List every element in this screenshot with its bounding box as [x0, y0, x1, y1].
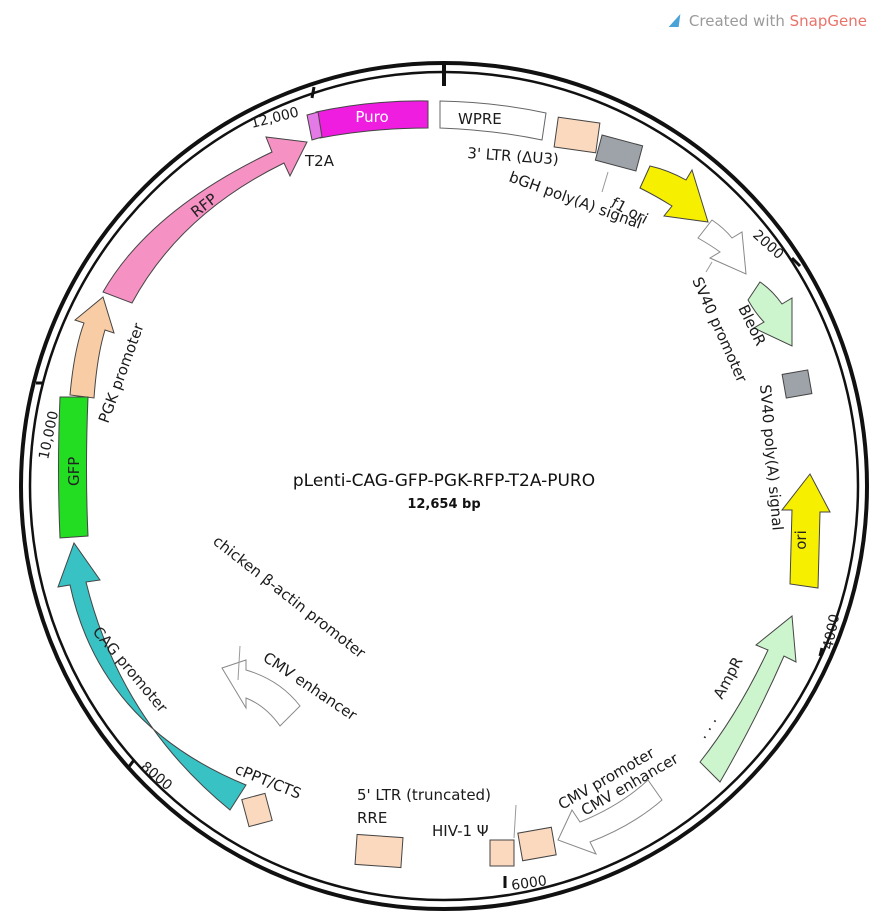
- sv40-promoter-label: SV40 promoter: [688, 274, 751, 386]
- chicken-actin-promoter-label: chicken β-actin promoter: [210, 532, 370, 663]
- cmv-promoter-feature[interactable]: [557, 779, 663, 855]
- sv40-polya-label: SV40 poly(A) signal: [756, 384, 787, 531]
- f1-ori-feature[interactable]: [639, 165, 709, 223]
- hiv-psi-feature[interactable]: [517, 826, 557, 862]
- wpre-label: WPRE: [458, 110, 502, 128]
- sv40-polya-feature[interactable]: [781, 369, 813, 399]
- rfp-feature[interactable]: [102, 136, 308, 304]
- tick-label-8000: 8000: [137, 759, 175, 794]
- puro-feature[interactable]: [315, 100, 429, 139]
- sv40-promoter-feature[interactable]: [697, 219, 747, 275]
- tick-mark-8000: [126, 759, 136, 769]
- bgh-polya-feature[interactable]: [594, 134, 644, 172]
- plasmid-size: 12,654 bp: [407, 497, 480, 512]
- gfp-label: GFP: [65, 457, 83, 486]
- snapgene-watermark: Created with SnapGene: [668, 12, 867, 30]
- ori-feature[interactable]: [780, 473, 831, 589]
- cppt-label: cPPT/CTS: [233, 760, 304, 803]
- sv40-promoter-leader: [705, 261, 713, 273]
- cppt-feature[interactable]: [241, 792, 273, 828]
- cag-promoter-feature[interactable]: [57, 541, 247, 811]
- bleor-feature[interactable]: [747, 281, 793, 347]
- pgk-promoter-feature[interactable]: [69, 296, 115, 399]
- t2a-feature[interactable]: [306, 111, 323, 141]
- rre-label: RRE: [357, 809, 387, 827]
- hiv-psi-leader: [513, 804, 517, 839]
- tick-label-6000: 6000: [510, 873, 548, 894]
- ori-label: ori: [792, 530, 810, 550]
- cmv-enhancer-left-leader: [237, 645, 241, 681]
- tick-mark-12000: [310, 86, 316, 99]
- gfp-feature[interactable]: [58, 396, 89, 539]
- watermark-prefix: Created with: [688, 12, 790, 30]
- rre-feature[interactable]: [354, 833, 404, 869]
- t2a-label: T2A: [304, 152, 335, 170]
- hiv-psi-label: HIV-1 Ψ: [432, 822, 489, 840]
- ltr3-feature[interactable]: [553, 116, 601, 154]
- tick-label-4000: 4000: [820, 613, 843, 651]
- plasmid-name: pLenti-CAG-GFP-PGK-RFP-T2A-PURO: [293, 471, 595, 491]
- ltr5-feature[interactable]: [489, 839, 515, 867]
- watermark-brand: SnapGene: [789, 12, 867, 30]
- chicken-actin-promoter-feature[interactable]: [221, 659, 301, 727]
- puro-label: Puro: [355, 108, 388, 126]
- tick-mark-2000: [790, 256, 802, 268]
- ltr5-label: 5' LTR (truncated): [357, 786, 491, 804]
- ampr-label: AmpR: [710, 654, 747, 702]
- wpre-feature[interactable]: [439, 100, 547, 141]
- bgh-leader: [601, 171, 609, 193]
- tick-mark-4000: [818, 647, 824, 657]
- ampr-feature[interactable]: [699, 615, 797, 783]
- ltr3-label: 3' LTR (ΔU3): [467, 144, 560, 168]
